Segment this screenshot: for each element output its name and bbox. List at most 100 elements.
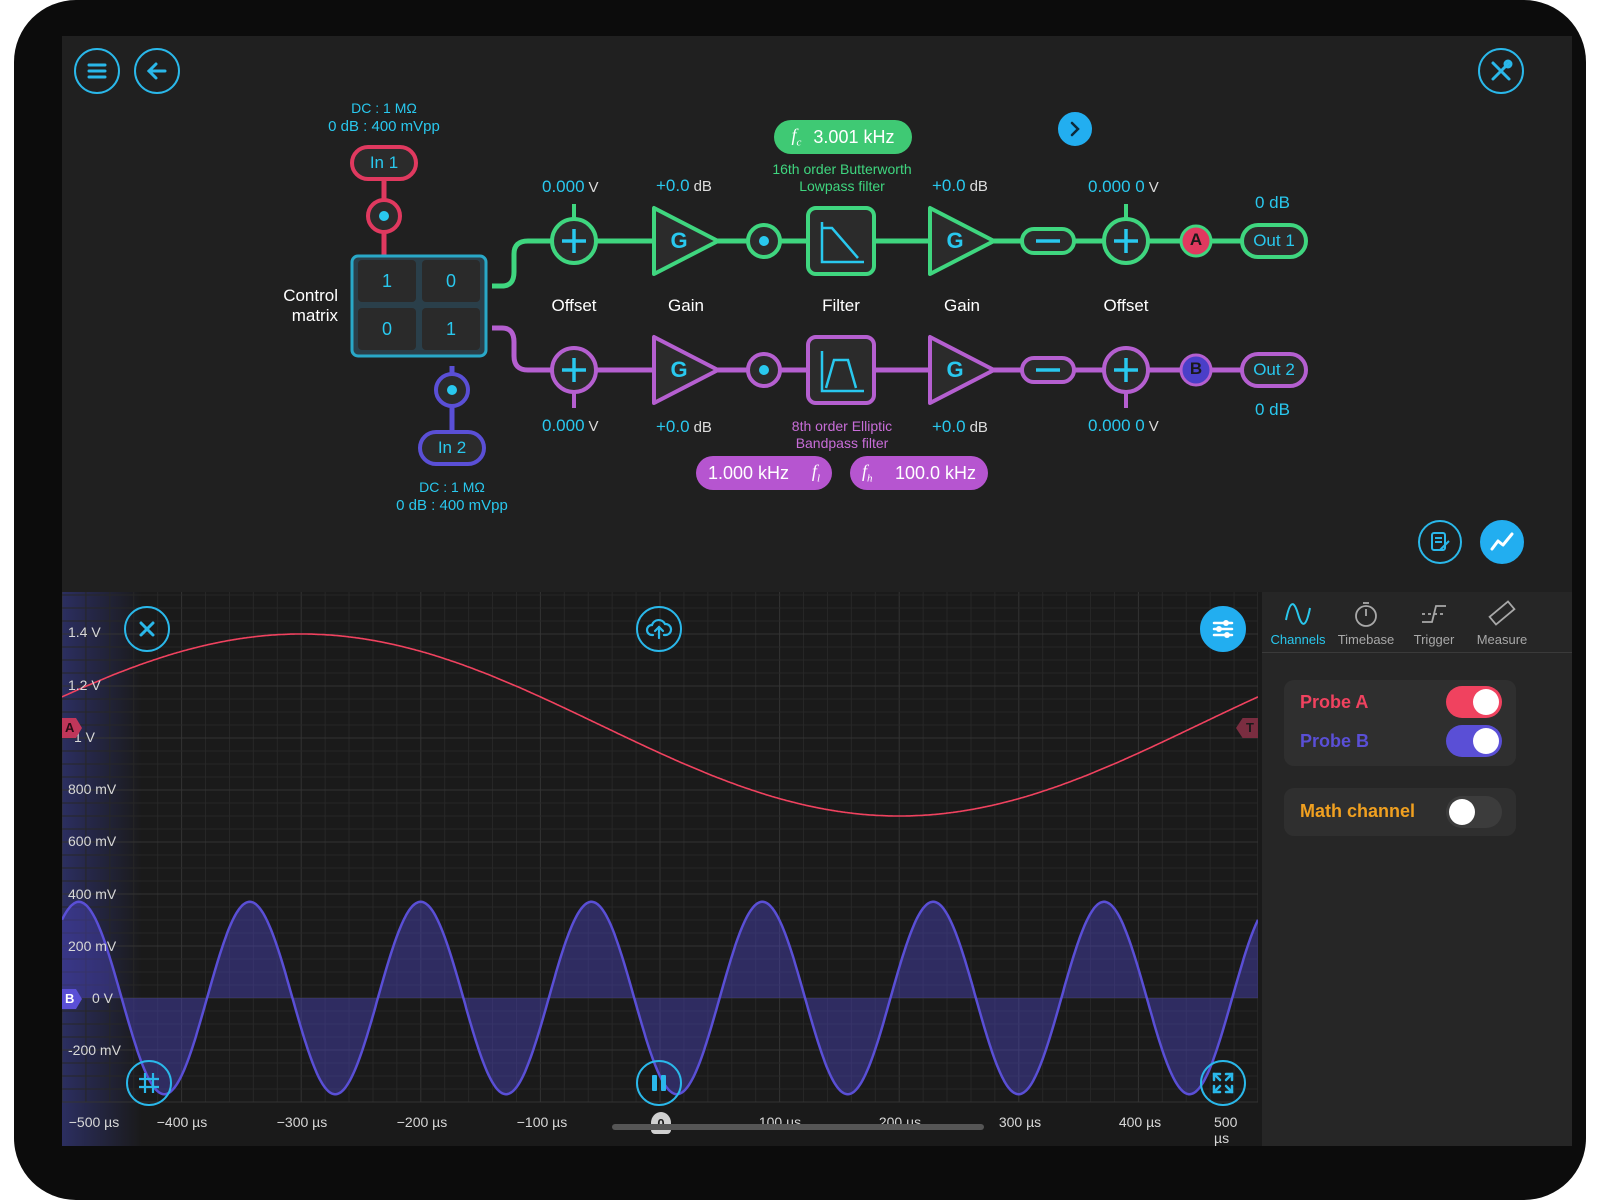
math-channel-toggle-knob [1449, 799, 1475, 825]
grid-button[interactable] [126, 1060, 172, 1106]
pause-button[interactable] [636, 1060, 682, 1106]
fh-symbol: fh [862, 461, 873, 485]
x-label-1: −500 µs [68, 1114, 120, 1130]
y-label-7: 200 mV [68, 938, 117, 954]
side-panel: Channels Timebase Trigger Measure Probe … [1262, 592, 1572, 1146]
probe-a-toggle[interactable] [1446, 686, 1502, 718]
wrench-screwdriver-icon [1491, 59, 1513, 81]
cloud-upload-icon [645, 618, 673, 640]
x-label-4: −200 µs [396, 1114, 448, 1130]
matrix-cell-1-1[interactable]: 1 [381, 271, 392, 291]
y-label-3: 1 V [74, 729, 96, 745]
probe-b-level-marker[interactable]: B [62, 989, 82, 1009]
math-channel-card: Math channel [1284, 788, 1516, 836]
probe-a-marker: A [1189, 230, 1203, 249]
matrix-cell-2-2[interactable]: 1 [445, 319, 456, 339]
fc-symbol: fc [791, 125, 802, 149]
out2-gain: 0 dB [1255, 400, 1290, 419]
gain-label-in: Gain [668, 296, 704, 315]
menu-button[interactable] [74, 48, 120, 94]
y-label-5: 600 mV [68, 833, 117, 849]
matrix-cell-1-2[interactable]: 0 [445, 271, 456, 291]
tab-trigger[interactable]: Trigger [1400, 592, 1468, 652]
time-zero-marker[interactable]: 0 [651, 1112, 671, 1134]
x-label-9: 300 µs [998, 1114, 1042, 1130]
in2-coupling: DC : 1 MΩ [419, 479, 485, 495]
expand-icon [1212, 1072, 1234, 1094]
pause-icon [652, 1075, 666, 1091]
back-arrow-icon [146, 62, 167, 80]
in2-button[interactable]: In 2 [437, 438, 467, 457]
in1-coupling: DC : 1 MΩ [351, 100, 417, 116]
y-label-2: 1.2 V [68, 677, 101, 693]
upload-button[interactable] [636, 606, 682, 652]
math-channel-label: Math channel [1300, 801, 1416, 821]
close-icon [139, 621, 155, 637]
x-label-11: 500 µs [1214, 1114, 1238, 1146]
trigger-edge-icon [1422, 605, 1446, 623]
bandpass-fl-pill[interactable]: 1.000 kHz fl [696, 456, 832, 490]
control-matrix-label: Control matrix [283, 286, 338, 325]
lowpass-fc-pill[interactable]: fc 3.001 kHz [774, 120, 912, 154]
notes-button[interactable] [1418, 520, 1462, 564]
out1-button[interactable]: Out 1 [1253, 231, 1295, 250]
y-label-6: 400 mV [68, 886, 117, 902]
settings-button[interactable] [1478, 48, 1524, 94]
probe-a-trace [62, 633, 1258, 817]
y-label-8: 0 V [92, 990, 114, 1006]
home-indicator [612, 1124, 984, 1130]
probe-b-marker: B [1189, 359, 1203, 378]
in2-range: 0 dB : 400 mVpp [396, 497, 508, 514]
probe-a-toggle-knob [1473, 689, 1499, 715]
p2-gain-out-block[interactable]: G [946, 357, 964, 382]
probe-b-toggle[interactable] [1446, 725, 1502, 757]
chevron-right-icon [1070, 121, 1080, 137]
in1-range: 0 dB : 400 mVpp [328, 118, 440, 135]
p2-gain-in-block[interactable]: G [670, 357, 688, 382]
gain-label-out: Gain [944, 296, 980, 315]
stopwatch-icon [1355, 602, 1377, 627]
scope-view-button[interactable] [1480, 520, 1524, 564]
x-label-10: 400 µs [1118, 1114, 1162, 1130]
offset-label-in: Offset [551, 296, 597, 315]
oscilloscope-panel[interactable]: 1.4 V 1.2 V 1 V 800 mV 600 mV 400 mV 200… [62, 592, 1262, 1146]
x-label-5: −100 µs [516, 1114, 568, 1130]
trigger-level-marker[interactable]: T [1236, 718, 1258, 738]
tab-channels[interactable]: Channels [1264, 592, 1332, 652]
ruler-icon [1488, 600, 1516, 626]
scope-settings-button[interactable] [1200, 606, 1246, 652]
offset-label-out: Offset [1103, 296, 1149, 315]
tab-timebase[interactable]: Timebase [1332, 592, 1400, 652]
next-button[interactable] [1058, 112, 1092, 146]
probe-a-level-marker[interactable]: A [62, 718, 82, 738]
trend-chart-icon [1490, 532, 1514, 551]
sine-wave-icon [1285, 603, 1311, 625]
tab-measure[interactable]: Measure [1468, 592, 1536, 652]
out2-button[interactable]: Out 2 [1253, 360, 1295, 379]
bandpass-fh-pill[interactable]: fh 100.0 kHz [850, 456, 988, 490]
in1-button[interactable]: In 1 [369, 153, 399, 172]
matrix-cell-2-1[interactable]: 0 [381, 319, 392, 339]
probe-b-toggle-knob [1473, 728, 1499, 754]
fullscreen-button[interactable] [1200, 1060, 1246, 1106]
p1-gain-out-block[interactable]: G [946, 228, 964, 253]
math-channel-toggle[interactable] [1446, 796, 1502, 828]
sliders-icon [1212, 620, 1234, 638]
out1-gain: 0 dB [1255, 193, 1290, 212]
y-label-4: 800 mV [68, 781, 117, 797]
notes-edit-icon [1431, 532, 1450, 551]
back-button[interactable] [134, 48, 180, 94]
x-label-2: −400 µs [156, 1114, 208, 1130]
p1-gain-in-block[interactable]: G [670, 228, 688, 253]
y-label-9: -200 mV [68, 1042, 121, 1058]
close-scope-button[interactable] [124, 606, 170, 652]
probe-a-label: Probe A [1300, 692, 1369, 712]
